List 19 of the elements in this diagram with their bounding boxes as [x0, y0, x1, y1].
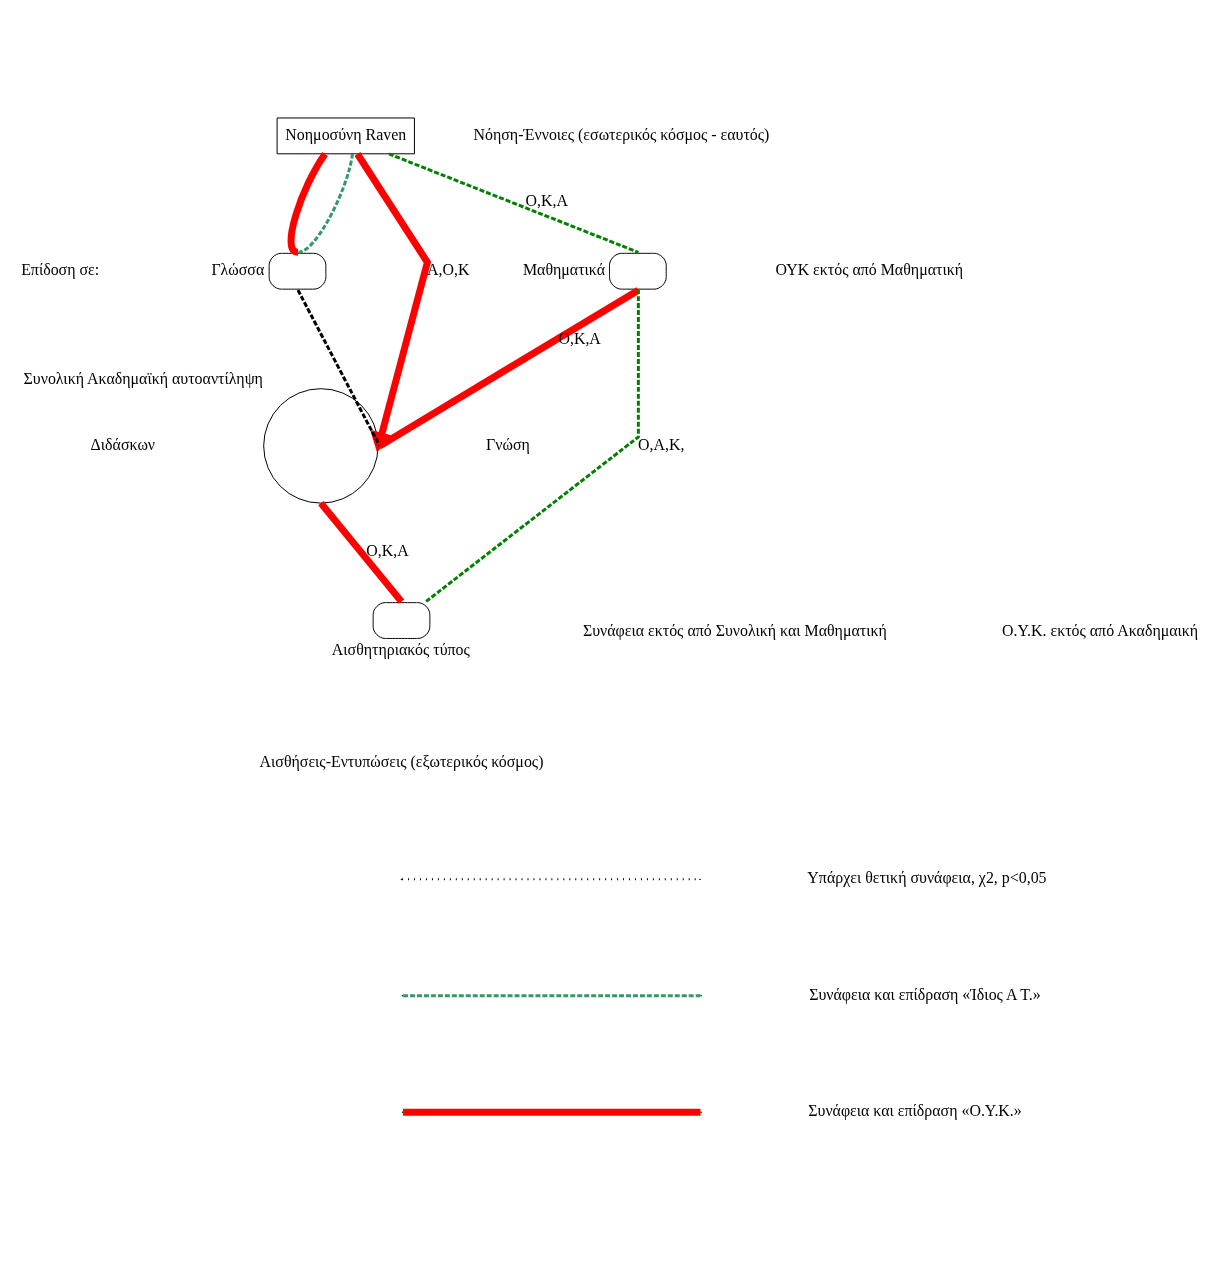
- node-label: Γλώσσα: [211, 261, 265, 279]
- edge-label: Ο,Κ,Α: [558, 329, 601, 347]
- edge-label: Ο,Κ,Α: [366, 541, 409, 559]
- label: Επίδοση σε:: [21, 261, 100, 279]
- node-label: Μαθηματικά: [522, 261, 606, 279]
- legend-label: Συνάφεια και επίδραση «Ο.Υ.Κ.»: [808, 1101, 1022, 1119]
- label: Νόηση-Έννοιες (εσωτερικός κόσμος - εαυτός): [473, 125, 770, 143]
- label: ΟΥΚ εκτός από Μαθηματική: [775, 261, 964, 279]
- label: Αισθήσεις-Εντυπώσεις (εξωτερικός κόσμος): [259, 752, 544, 770]
- edge-label: Ο,Α,Κ,: [638, 435, 685, 453]
- edge-label: Ο,Κ,Α: [525, 192, 569, 210]
- legend-label: Υπάρχει θετική συνάφεια, χ2, p<0,05: [807, 869, 1047, 887]
- label: Διδάσκων: [90, 435, 156, 453]
- node-label: Συνολική Ακαδημαϊκή αυτοαντίληψη: [23, 369, 263, 387]
- label: Γνώση: [486, 435, 530, 453]
- label: Ο.Υ.Κ. εκτός από Ακαδημαική: [1002, 622, 1199, 640]
- legend-label: Συνάφεια και επίδραση «Ίδιος Α Τ.»: [809, 985, 1041, 1003]
- label: Συνάφεια εκτός από Συνολική και Μαθηματική: [582, 622, 887, 640]
- node-label: Αισθητηριακός τύπος: [331, 641, 470, 659]
